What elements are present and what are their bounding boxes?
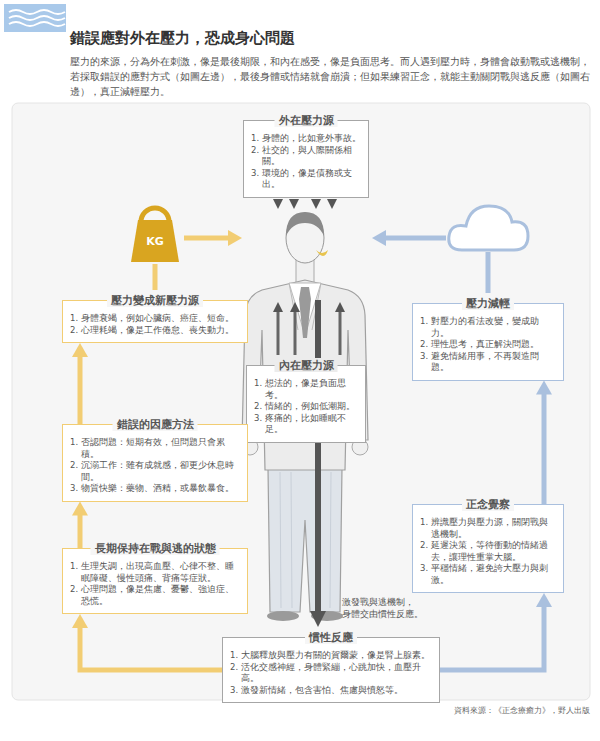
stressor-box: 外在壓力源1. 身體的，比如意外事故。2. 社交的，與人際關係相關。3. 環境的… xyxy=(243,120,369,198)
reaction-arrow xyxy=(315,300,321,615)
stress-arrow xyxy=(293,200,296,204)
box-heading: 錯誤的因應方法 xyxy=(113,417,198,431)
list-item: 1. 身體的，比如意外事故。 xyxy=(251,133,361,145)
head xyxy=(286,213,324,263)
list-item: 1. 身體衰竭，例如心臟病、癌症、短命。 xyxy=(70,313,240,325)
list-item: 2. 心理耗竭，像是工作倦怠、喪失動力。 xyxy=(70,325,240,337)
weight-body xyxy=(131,220,179,262)
weight-icon xyxy=(131,208,179,262)
feedback-arrow xyxy=(184,236,232,241)
list-item: 2. 情緒的，例如低潮期。 xyxy=(254,401,358,413)
list-item: 2. 沉溺工作：雖有成就感，卻更少休息時間。 xyxy=(70,460,240,483)
hair xyxy=(286,212,324,236)
list-item: 3. 環境的，像是債務或支出。 xyxy=(251,168,361,191)
relief-line xyxy=(486,252,491,293)
caption: 資料來源：《正念療癒力》，野人出版 xyxy=(454,705,590,716)
flow-arrow xyxy=(542,391,547,505)
feedback-line xyxy=(153,264,158,290)
wave xyxy=(9,16,65,20)
list-item: 3. 平穩情緒，避免誇大壓力與刺激。 xyxy=(420,563,556,586)
title: 錯誤應對外在壓力，恐成身心問題 xyxy=(70,28,295,48)
shoe xyxy=(267,611,299,621)
mouth xyxy=(316,250,328,256)
intro-text: 壓力的來源，分為外在刺激，像是最後期限，和內在感受，像是負面思考。而人遇到壓力時… xyxy=(70,54,590,99)
stressor-box: 內在壓力源1. 想法的，像是負面思考。2. 情緒的，例如低潮期。3. 疼痛的，比… xyxy=(246,365,366,443)
wave xyxy=(9,10,65,14)
weight-label: KG xyxy=(135,235,175,249)
box-heading: 內在壓力源 xyxy=(275,358,338,372)
outcome-box: 長期保持在戰與逃的狀態1. 生理失調，出現高血壓、心律不整、睡眠障礙、慢性頭痛、… xyxy=(62,548,248,614)
person-figure xyxy=(242,212,368,621)
header-icon xyxy=(4,4,66,32)
list-item: 1. 大腦釋放與壓力有關的賀爾蒙，像是腎上腺素。 xyxy=(230,650,432,662)
pinstripe xyxy=(330,472,331,608)
box-heading: 正念覺察 xyxy=(462,497,514,511)
relief-arrow xyxy=(382,236,446,241)
list-item: 1. 生理失調，出現高血壓、心律不整、睡眠障礙、慢性頭痛、背痛等症狀。 xyxy=(70,561,240,584)
outcome-box: 壓力變成新壓力源1. 身體衰竭，例如心臟病、癌症、短命。2. 心理耗竭，像是工作… xyxy=(62,300,248,343)
jacket xyxy=(242,280,368,470)
box-heading: 壓力減輕 xyxy=(462,296,514,310)
stress-arrow xyxy=(277,309,280,355)
flow-arrow xyxy=(80,624,222,670)
pinstripe xyxy=(280,472,281,608)
panel xyxy=(12,103,590,700)
mindful-box: 壓力減輕1. 對壓力的看法改變，變成助力。2. 理性思考，真正解決問題。3. 避… xyxy=(412,303,564,381)
list-item: 2. 理性思考，真正解決問題。 xyxy=(420,339,556,351)
stress-arrow xyxy=(331,200,334,204)
list-item: 3. 疼痛的，比如睡眠不足。 xyxy=(254,413,358,436)
list-item: 1. 辨識壓力與壓力源，關閉戰與逃機制。 xyxy=(420,517,556,540)
list-item: 2. 社交的，與人際關係相關。 xyxy=(251,145,361,168)
flow-arrow xyxy=(78,512,83,549)
tie xyxy=(299,287,311,338)
flow-arrow xyxy=(440,603,544,670)
list-item: 1. 對壓力的看法改變，變成助力。 xyxy=(420,316,556,339)
stress-arrow xyxy=(339,309,342,355)
list-item: 1. 否認問題：短期有效，但問題只會累積。 xyxy=(70,437,240,460)
mindful-box: 正念覺察1. 辨識壓力與壓力源，關閉戰與逃機制。2. 延遲決策，等待衝動的情緒過… xyxy=(412,504,564,593)
stress-arrow xyxy=(315,200,318,204)
box-heading: 壓力變成新壓力源 xyxy=(107,293,203,307)
icon-ground xyxy=(4,4,66,32)
box-heading: 慣性反應 xyxy=(305,630,357,644)
list-item: 3. 物質快樂：藥物、酒精，或暴飲暴食。 xyxy=(70,483,240,495)
trousers xyxy=(268,468,342,612)
outcome-box: 錯誤的因應方法1. 否認問題：短期有效，但問題只會累積。2. 沉溺工作：雖有成就… xyxy=(62,424,248,502)
list-item: 2. 心理問題，像是焦慮、憂鬱、強迫症、恐慌。 xyxy=(70,584,240,607)
box-heading: 長期保持在戰與逃的狀態 xyxy=(91,541,220,555)
stress-arrow xyxy=(294,309,297,355)
pinstripe xyxy=(291,472,292,608)
weight-handle xyxy=(141,208,169,222)
list-item: 2. 延遲決策，等待衝動的情緒過去，讓理性重掌大腦。 xyxy=(420,540,556,563)
cloud-icon xyxy=(449,206,528,250)
list-item: 3. 避免情緒用事，不再製造問題。 xyxy=(420,351,556,374)
list-item: 1. 想法的，像是負面思考。 xyxy=(254,378,358,401)
arrow-note: 激發戰與逃機制，身體交由慣性反應。 xyxy=(342,596,426,620)
wave xyxy=(9,22,65,26)
reaction-box: 慣性反應1. 大腦釋放與壓力有關的賀爾蒙，像是腎上腺素。2. 活化交感神經，身體… xyxy=(222,637,440,703)
list-item: 2. 活化交感神經，身體緊繃，心跳加快，血壓升高。 xyxy=(230,662,432,685)
box-heading: 外在壓力源 xyxy=(275,113,338,127)
stress-arrow xyxy=(277,200,280,204)
flow-arrow xyxy=(78,353,83,424)
list-item: 3. 激發新情緒，包含害怕、焦慮與憤怒等。 xyxy=(230,685,432,697)
